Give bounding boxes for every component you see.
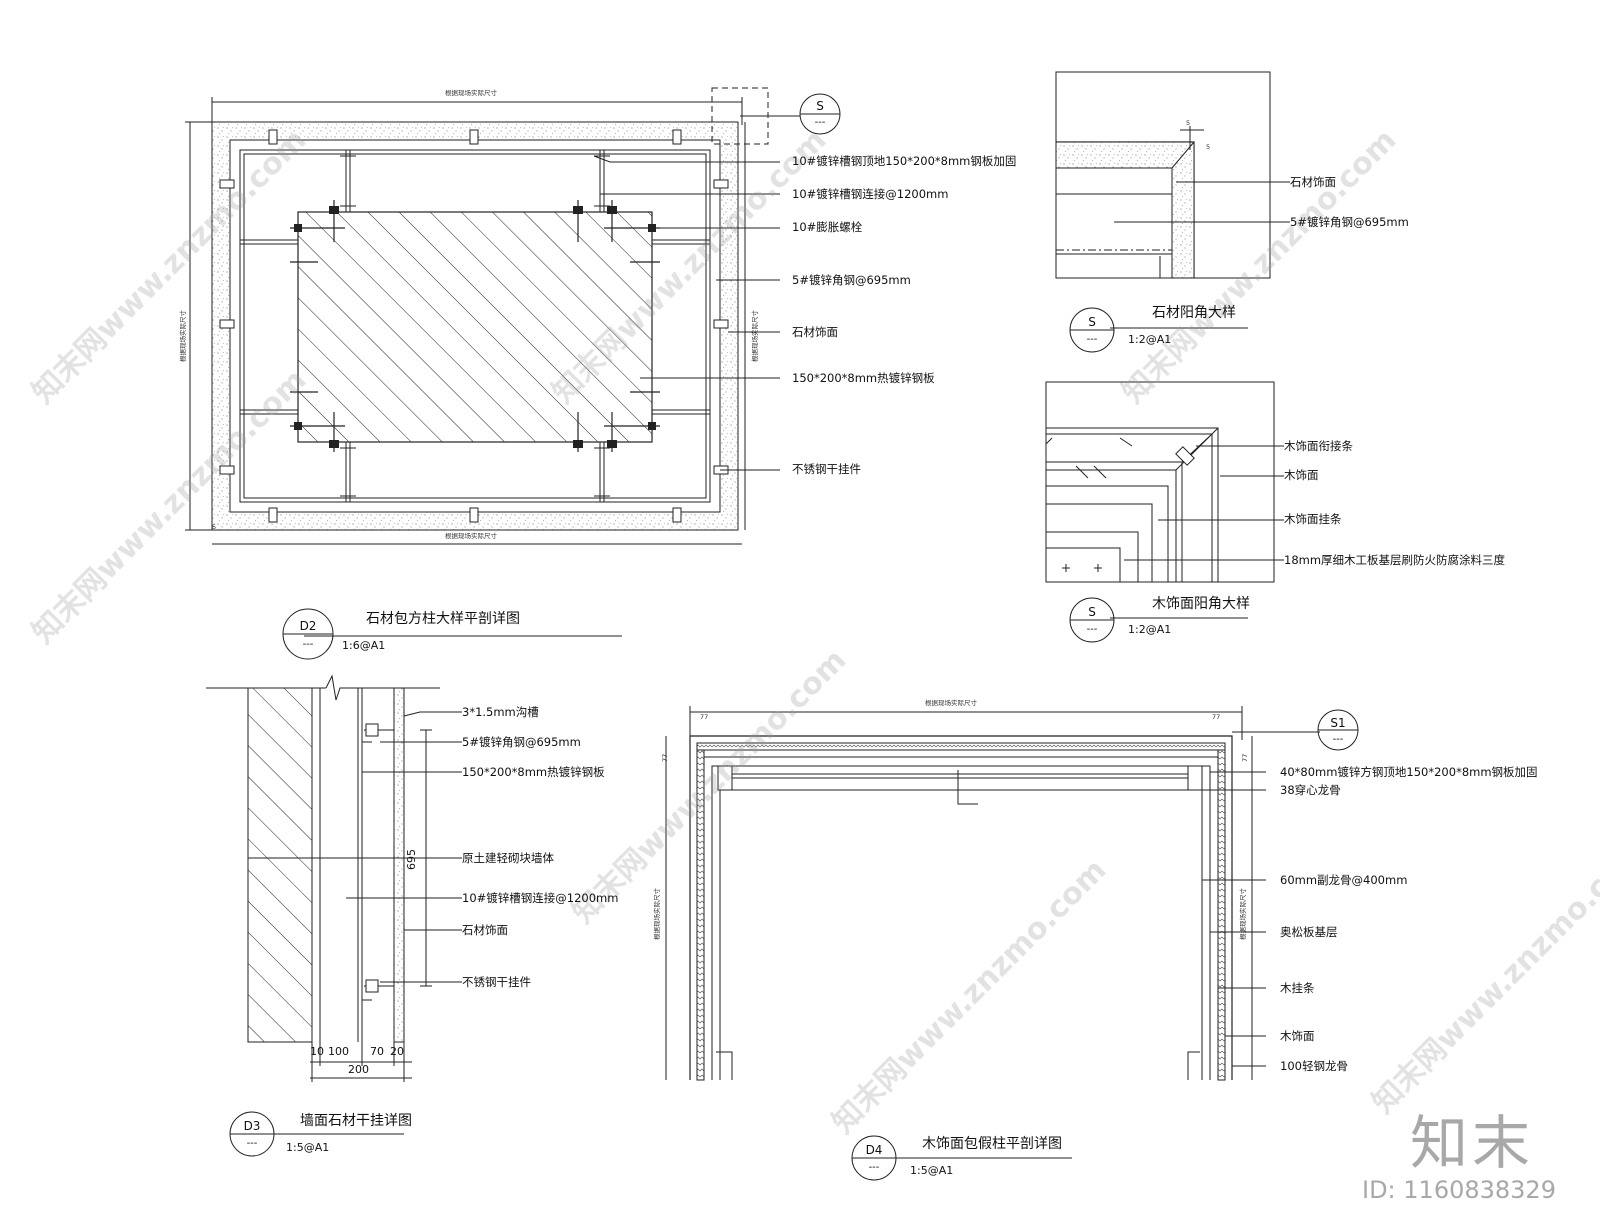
d4-callout-light-keel: 100轻钢龙骨 (1280, 1059, 1348, 1073)
d2-dim-left: 根据现场实际尺寸 (179, 310, 187, 362)
s-wood-callout-joint-strip: 木饰面衔接条 (1284, 439, 1353, 453)
d4-dim-77-side-right: 77 (1241, 753, 1249, 762)
d4-drawing (665, 706, 1359, 1181)
s-stone-scale: 1:2@A1 (1128, 333, 1172, 346)
d2-dim-bottom: 根据现场实际尺寸 (445, 532, 497, 540)
d3-dim-total: 200 (348, 1063, 369, 1076)
d3-tag-sub: --- (246, 1138, 258, 1149)
d2-section-sub: --- (814, 117, 826, 128)
s-stone-callout-stone-face: 石材饰面 (1290, 175, 1336, 189)
d3-dim-10: 10 (310, 1045, 324, 1058)
d2-dim-top: 根据现场实际尺寸 (445, 89, 497, 97)
d3-callout-angle-steel: 5#镀锌角钢@695mm (462, 735, 581, 749)
s-stone-tag: S (1088, 315, 1096, 329)
d4-dim-77-left: 77 (700, 713, 709, 721)
d2-callout-expansion-bolt: 10#膨胀螺栓 (792, 220, 863, 234)
d4-callout-wood-strip: 木挂条 (1280, 981, 1315, 995)
d4-callout-through-keel: 38穿心龙骨 (1280, 783, 1341, 797)
s-wood-tag: S (1088, 605, 1096, 619)
d3-dim-70: 70 (370, 1045, 384, 1058)
d4-dim-left: 根据现场实际尺寸 (653, 888, 661, 940)
d3-callout-channel: 10#镀锌槽钢连接@1200mm (462, 891, 619, 905)
d2-dim-small: 5 (212, 523, 217, 531)
d4-section-tag: S1 (1330, 716, 1346, 730)
s-wood-callout-hanging-strip: 木饰面挂条 (1284, 512, 1342, 526)
d4-title: 木饰面包假柱平剖详图 (922, 1136, 1062, 1152)
d3-dim-20: 20 (390, 1045, 404, 1058)
d2-drawing (185, 87, 841, 660)
s-wood-callout-wood-face: 木饰面 (1284, 468, 1319, 482)
brand-id: ID: 1160838329 (1362, 1176, 1556, 1204)
d3-scale: 1:5@A1 (286, 1141, 330, 1154)
d2-callout-stainless-clip: 不锈钢干挂件 (792, 462, 861, 476)
d2-section-tag: S (816, 99, 824, 113)
d2-scale: 1:6@A1 (342, 639, 386, 652)
d2-callout-channel-connect: 10#镀锌槽钢连接@1200mm (792, 187, 949, 201)
s-wood-tag-sub: --- (1086, 624, 1098, 635)
d3-callout-stainless-clip: 不锈钢干挂件 (462, 975, 531, 989)
d2-tag: D2 (299, 619, 317, 633)
d4-callout-wood-face: 木饰面 (1280, 1029, 1315, 1043)
d2-dim-right: 根据现场实际尺寸 (751, 310, 759, 362)
s-wood-callout-base-board: 18mm厚细木工板基层刷防火防腐涂料三度 (1284, 553, 1506, 567)
s-stone-dim-b: 5 (1206, 143, 1211, 151)
d3-callout-groove: 3*1.5mm沟槽 (462, 705, 539, 719)
d2-callout-channel-top: 10#镀锌槽钢顶地150*200*8mm钢板加固 (792, 154, 1017, 168)
d2-title: 石材包方柱大样平剖详图 (366, 611, 520, 627)
s-stone-dim-a: 5 (1186, 119, 1191, 127)
s-stone-title: 石材阳角大样 (1152, 305, 1236, 321)
d3-callout-block-wall: 原土建轻砌块墙体 (462, 851, 554, 865)
d3-callout-steel-plate: 150*200*8mm热镀锌钢板 (462, 765, 605, 779)
s-wood-drawing (1045, 381, 1284, 643)
s-stone-drawing (1055, 71, 1290, 353)
d4-dim-77-side-left: 77 (661, 753, 669, 762)
d4-tag: D4 (865, 1143, 883, 1157)
d2-callout-steel-plate: 150*200*8mm热镀锌钢板 (792, 371, 935, 385)
d4-callout-square-steel: 40*80mm镀锌方钢顶地150*200*8mm钢板加固 (1280, 765, 1538, 779)
s-wood-scale: 1:2@A1 (1128, 623, 1172, 636)
d2-callout-stone-face: 石材饰面 (792, 325, 838, 339)
s-wood-title: 木饰面阳角大样 (1152, 596, 1250, 612)
d4-scale: 1:5@A1 (910, 1164, 954, 1177)
brand-logo: 知末 (1410, 1109, 1535, 1177)
d4-callout-osb-base: 奥松板基层 (1280, 925, 1338, 939)
d3-callout-stone-face: 石材饰面 (462, 923, 508, 937)
d4-tag-sub: --- (868, 1162, 880, 1173)
d4-section-sub: --- (1332, 734, 1344, 745)
d2-tag-sub: --- (302, 639, 314, 650)
d3-dim-100: 100 (328, 1045, 349, 1058)
d3-title: 墙面石材干挂详图 (300, 1113, 412, 1129)
d4-dim-77-right: 77 (1212, 713, 1221, 721)
d3-drawing (206, 674, 462, 1157)
d4-dim-top: 根据现场实际尺寸 (925, 699, 977, 707)
d3-tag: D3 (243, 1119, 261, 1133)
d4-dim-right: 根据现场实际尺寸 (1239, 888, 1247, 940)
d2-callout-angle-steel: 5#镀锌角钢@695mm (792, 273, 911, 287)
d4-callout-sub-keel: 60mm副龙骨@400mm (1280, 873, 1408, 887)
d3-dim-vertical: 695 (405, 849, 418, 870)
s-stone-tag-sub: --- (1086, 334, 1098, 345)
s-stone-callout-angle-steel: 5#镀锌角钢@695mm (1290, 215, 1409, 229)
